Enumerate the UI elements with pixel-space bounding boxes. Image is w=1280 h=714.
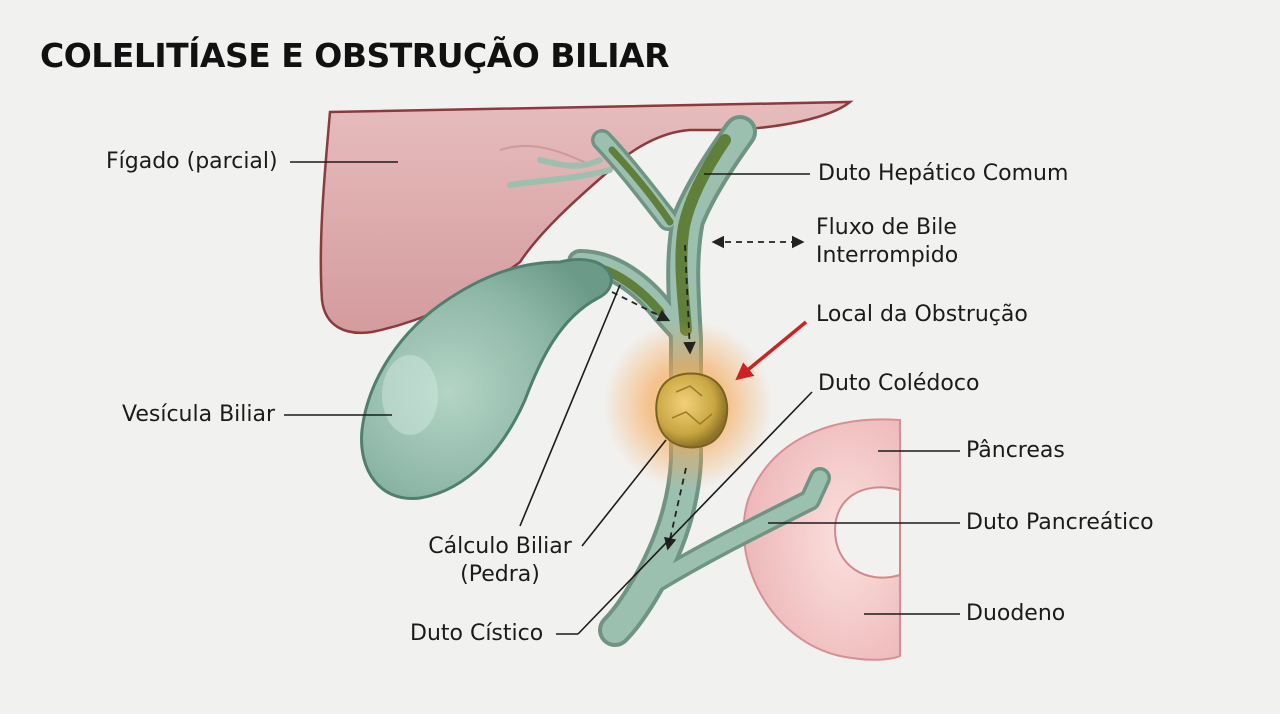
label-obstruction-site: Local da Obstrução bbox=[816, 302, 1028, 327]
label-cystic-duct: Duto Cístico bbox=[410, 621, 544, 646]
bile-flow-arrow-lower bbox=[664, 467, 687, 551]
label-pancreatic-duct: Duto Pancreático bbox=[966, 510, 1154, 535]
label-liver: Fígado (parcial) bbox=[106, 149, 278, 174]
pancreas-notch bbox=[833, 486, 901, 579]
leader-lines bbox=[284, 161, 960, 635]
page-title: COLELITÍASE E OBSTRUÇÃO BILIAR bbox=[40, 36, 669, 75]
obstruction-pointer-arrow bbox=[735, 320, 808, 381]
label-bile-flow: Fluxo de Bile Interrompido bbox=[816, 214, 958, 270]
label-gallstone-line1: Cálculo Biliar bbox=[428, 534, 572, 559]
label-bile-flow-line1: Fluxo de Bile bbox=[816, 215, 957, 240]
duct-system bbox=[507, 115, 831, 647]
label-duodenum: Duodeno bbox=[966, 601, 1066, 626]
label-pancreas: Pâncreas bbox=[966, 438, 1065, 463]
label-gallstone-line2: (Pedra) bbox=[460, 562, 540, 587]
label-common-bile-duct: Duto Colédoco bbox=[818, 371, 980, 396]
label-common-hepatic-duct: Duto Hepático Comum bbox=[818, 161, 1069, 186]
label-bile-flow-line2: Interrompido bbox=[816, 243, 959, 268]
bile-flow-arrow-down bbox=[683, 244, 696, 355]
label-gallstone: Cálculo Biliar (Pedra) bbox=[420, 533, 580, 589]
gallbladder bbox=[360, 258, 613, 500]
label-gallbladder: Vesícula Biliar bbox=[122, 402, 276, 427]
duodenum bbox=[742, 418, 901, 661]
gallstone bbox=[655, 372, 729, 449]
